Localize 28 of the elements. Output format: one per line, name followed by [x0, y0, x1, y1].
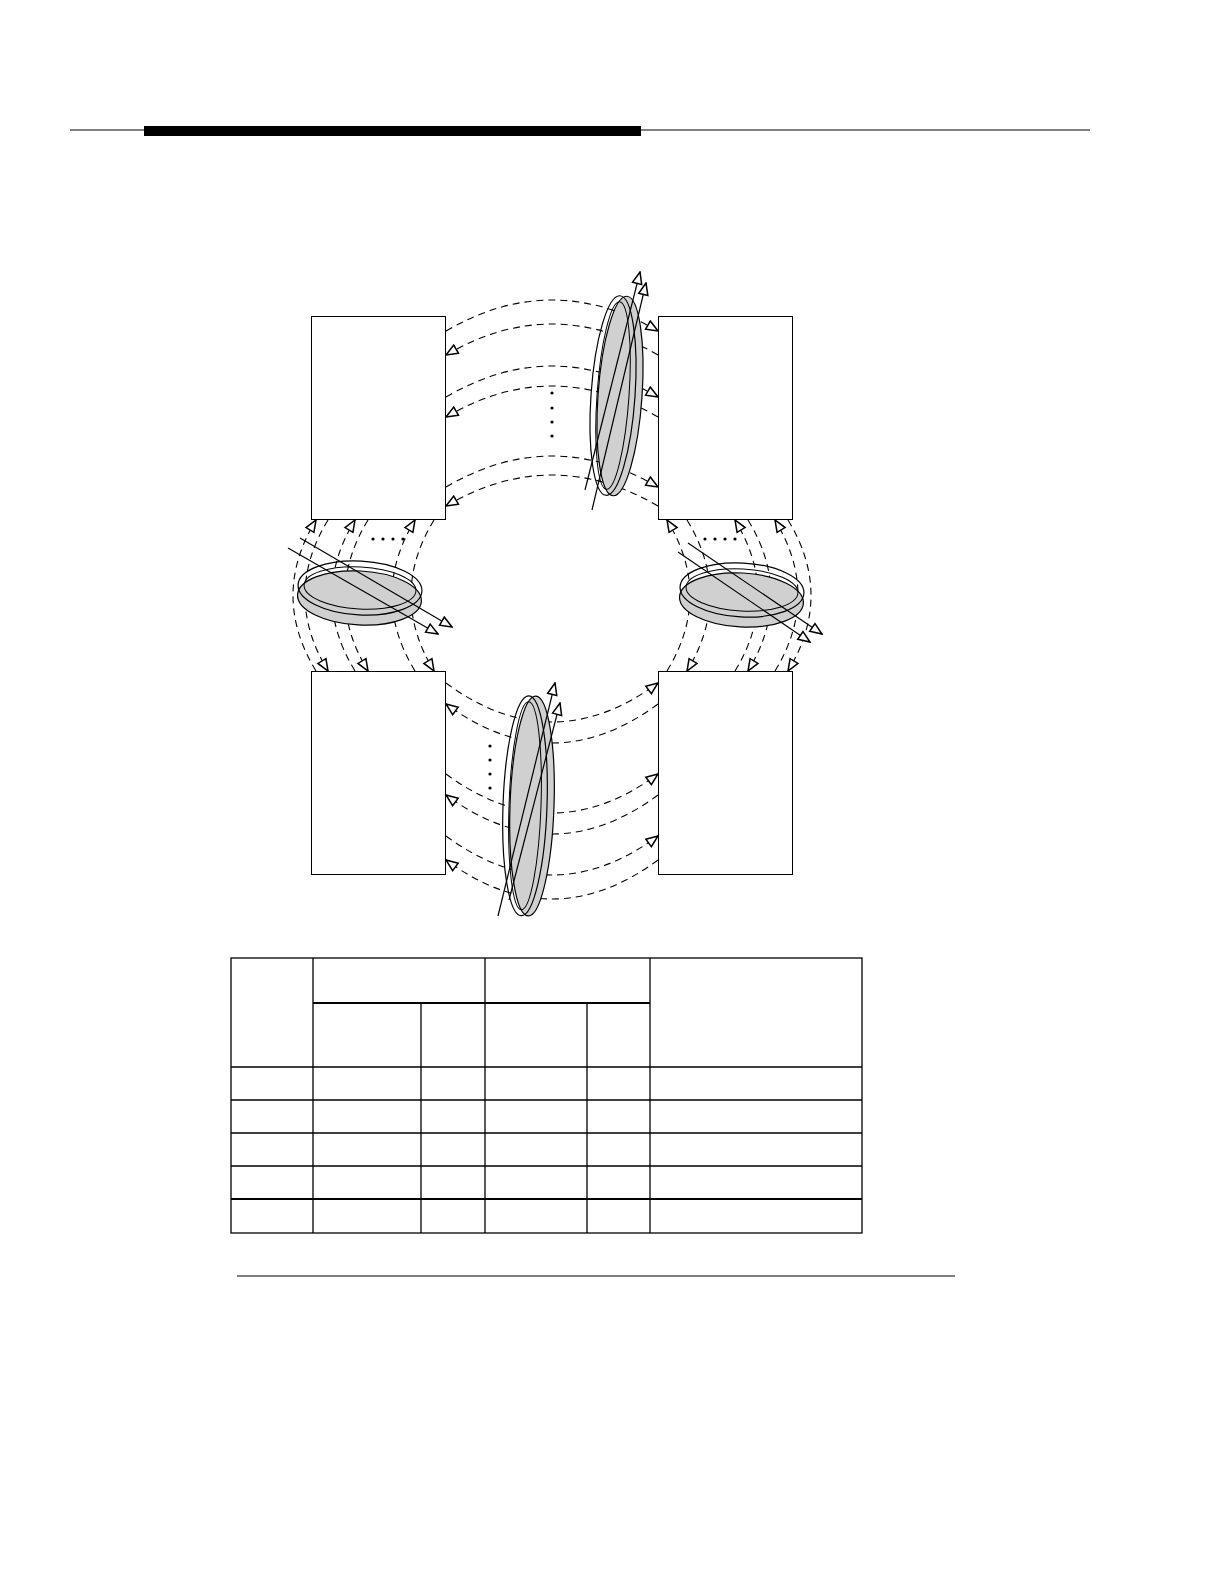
dashed-arrow	[445, 455, 659, 488]
dashed-arrow	[445, 859, 659, 900]
empty-box	[311, 671, 446, 875]
empty-box	[658, 316, 793, 520]
dashed-arrow	[445, 385, 659, 418]
dashed-arrow	[292, 519, 317, 672]
dashed-arrow	[445, 365, 659, 398]
dashed-arrow	[331, 519, 356, 672]
dashed-arrow	[445, 299, 659, 332]
dashed-arrow	[445, 794, 659, 835]
dashed-arrow	[787, 519, 812, 672]
empty-box	[658, 671, 793, 875]
dashed-arrow	[445, 682, 659, 723]
dashed-arrow	[445, 474, 659, 507]
dashed-arrow	[666, 519, 691, 672]
dashed-arrow	[410, 519, 435, 672]
dashed-arrow	[747, 519, 772, 672]
dashed-arrow	[774, 519, 799, 672]
dashed-arrow	[344, 519, 369, 672]
dashed-arrow	[445, 773, 659, 814]
dashed-arrow	[445, 323, 659, 356]
dashed-arrow	[686, 519, 711, 672]
dashed-arrow	[734, 519, 759, 672]
dashed-arrow	[445, 703, 659, 744]
dashed-arrow	[304, 519, 329, 672]
dashed-arrow	[445, 835, 659, 876]
dashed-arrow	[391, 519, 416, 672]
empty-box	[311, 316, 446, 520]
